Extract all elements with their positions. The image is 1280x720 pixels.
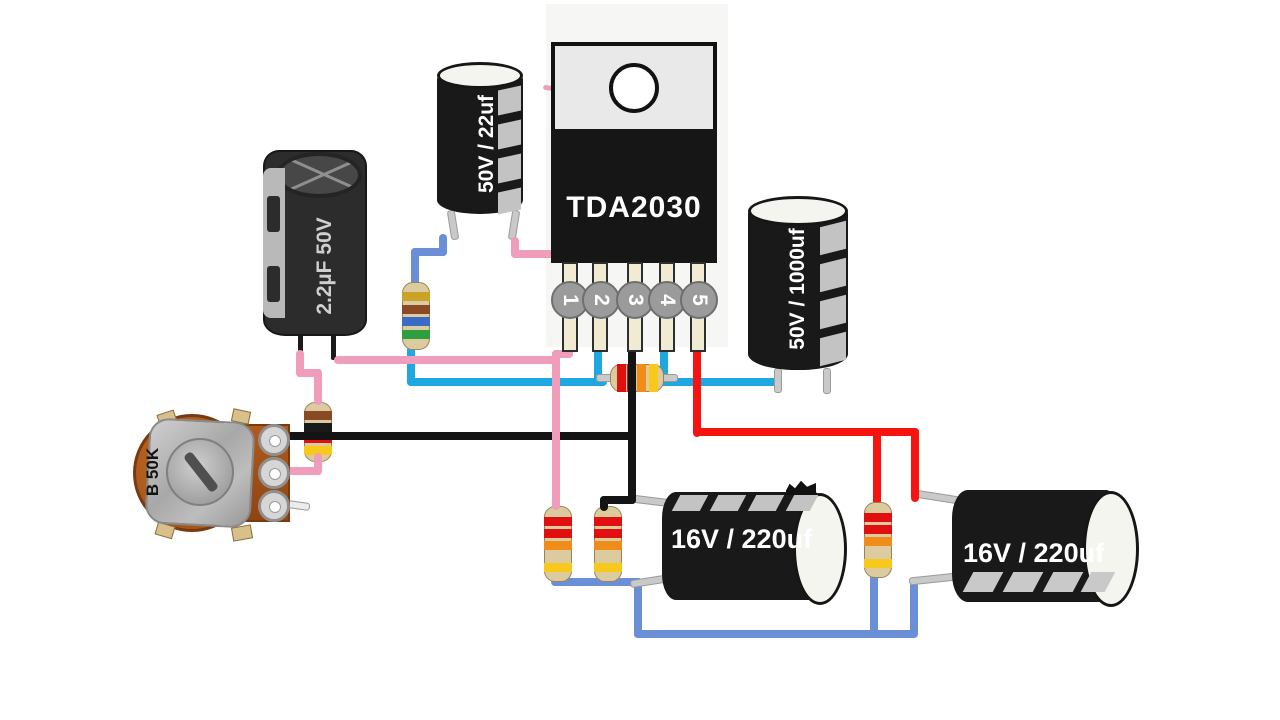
tda2030-ic-body: TDA2030 — [551, 129, 717, 263]
wire-black-jog-h — [600, 496, 636, 504]
resistor-r5 — [594, 506, 622, 582]
capacitor-22uf-stripe — [498, 119, 521, 150]
pot-label: B 50K — [143, 447, 162, 497]
wire-red-to-r6-top — [873, 428, 881, 506]
wire-pink-cap2u2-right-h — [334, 356, 558, 364]
ic-pin-number-2: 2 — [582, 281, 620, 319]
resistor-band — [544, 529, 572, 538]
capacitor-220b-label: 16V / 220uf — [963, 538, 1105, 568]
resistor-band — [594, 529, 622, 538]
capacitor-22uf-label: 50V / 22uf — [475, 94, 498, 194]
wire-pink-down-to-r4 — [552, 350, 560, 510]
wire-blue-cap22-v1 — [439, 234, 447, 256]
stripe-mark — [267, 266, 280, 302]
resistor-r1 — [402, 282, 430, 350]
wire-blue-cap22-jog — [411, 248, 447, 256]
capacitor-2u2-label: 2.2µF 50V — [313, 217, 336, 315]
cap2u2-right-lead — [331, 334, 336, 360]
pot-lug-1 — [258, 424, 290, 456]
cap22uf-right-lead — [507, 209, 521, 241]
ic-pin-number-4: 4 — [648, 281, 686, 319]
pot-lug-2 — [258, 457, 290, 489]
resistor-band — [304, 446, 332, 455]
resistor-band — [864, 525, 892, 534]
wire-pink-r2-bottom-v — [314, 453, 322, 475]
resistor-band — [402, 317, 430, 326]
capacitor-2u2-stripe — [263, 168, 285, 318]
capacitor-22uf-top — [437, 62, 523, 89]
wire-blue-to-r1-top — [411, 248, 419, 286]
wire-cyan-r1-bottom-v — [407, 346, 415, 386]
resistor-band — [617, 364, 626, 392]
wire-pink-to-r2-top — [314, 369, 322, 405]
ic-pin-number-5: 5 — [680, 281, 718, 319]
pin-number-label: 3 — [624, 294, 647, 306]
resistor-band — [544, 517, 572, 526]
wire-blue-rail-drop — [634, 578, 642, 638]
resistor-band — [304, 423, 332, 432]
capacitor-220a-label: 16V / 220uf — [671, 524, 813, 554]
pin-number-label: 1 — [559, 294, 582, 306]
cap2u2-left-lead — [298, 334, 303, 354]
pin-number-label: 4 — [656, 294, 679, 306]
wire-black-pot-to-pin3 — [282, 432, 636, 440]
cap220b-bottom-lead — [908, 572, 958, 586]
wire-red-h — [693, 428, 919, 436]
wire-blue-rail-bottom — [634, 630, 918, 638]
pin-number-label: 2 — [590, 294, 613, 306]
resistor-band — [594, 563, 622, 572]
capacitor-22uf-stripe — [498, 153, 521, 184]
ic-label: TDA2030 — [566, 191, 702, 224]
stripe-mark — [267, 196, 280, 232]
wire-blue-r6-drop — [870, 574, 878, 636]
resistor-band — [594, 517, 622, 526]
pin-number-label: 5 — [688, 294, 711, 306]
resistor-r6 — [864, 502, 892, 578]
resistor-band — [594, 541, 622, 550]
resistor-r3 — [610, 364, 664, 392]
resistor-band — [402, 292, 430, 301]
pot-shaft-back — [166, 438, 234, 506]
wire-pink-cap22-to-pin3-v1 — [511, 237, 519, 258]
wire-pink-pin1-jog — [552, 350, 573, 358]
pot-lug-3 — [258, 490, 290, 522]
resistor-band — [402, 305, 430, 314]
wire-cyan-pin2-drop — [594, 342, 602, 386]
resistor-band — [304, 411, 332, 420]
wire-pink-to-pot-middle — [283, 467, 322, 475]
resistor-band — [864, 537, 892, 546]
cap22uf-left-lead — [446, 209, 460, 241]
cap1000uf-right-lead — [823, 368, 831, 394]
cap220b-top-lead — [914, 489, 960, 505]
capacitor-220a-polarity-flag — [786, 480, 816, 495]
wire-cyan-rail-right — [656, 378, 782, 386]
capacitor-1000uf-top — [748, 196, 848, 226]
resistor-band — [637, 364, 646, 392]
resistor-band — [544, 563, 572, 572]
ic-pin-number-3: 3 — [616, 281, 654, 319]
capacitor-22uf-stripe — [498, 85, 521, 116]
resistor-band — [864, 559, 892, 568]
capacitor-2u2-top — [276, 152, 362, 198]
wire-cyan-rail-left — [407, 378, 607, 386]
resistor-band — [544, 541, 572, 550]
resistor-band — [402, 330, 430, 339]
wire-black-to-r5-top — [600, 496, 608, 511]
wire-black-pin3-down — [628, 344, 636, 504]
capacitor-1000uf-label: 50V / 1000uf — [786, 228, 809, 350]
wire-pink-cap2u2-left-v — [296, 350, 304, 377]
ic-mounting-hole — [609, 63, 659, 113]
resistor-band — [864, 513, 892, 522]
cap1000uf-left-lead — [774, 368, 782, 393]
wire-red-pin5-down — [693, 342, 701, 437]
wire-blue-cap220b-drop — [910, 582, 918, 636]
wire-red-to-cap220b — [911, 428, 919, 502]
resistor-r4 — [544, 506, 572, 582]
wire-blue-rail-left — [551, 578, 642, 586]
wire-pink-cap2u2-left-jog — [296, 369, 322, 377]
wire-cyan-pin4-drop — [660, 342, 668, 386]
resistor-band — [649, 364, 658, 392]
capacitor-220a-end — [793, 493, 847, 605]
